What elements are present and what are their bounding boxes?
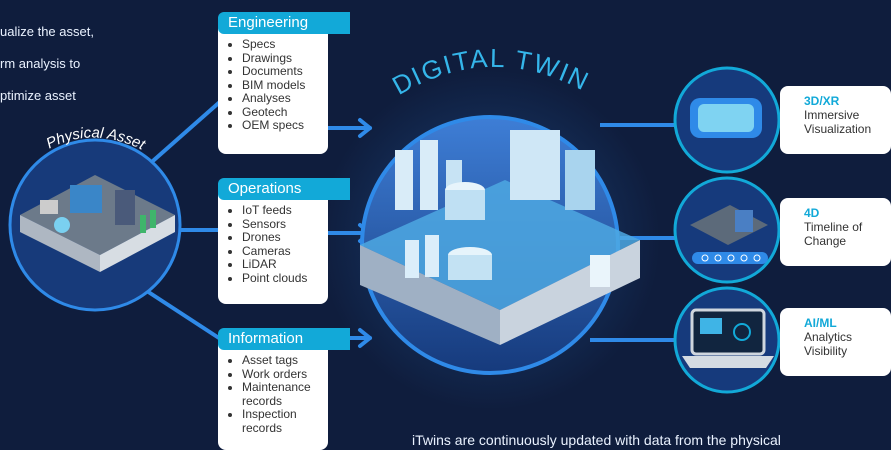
engineering-list: Specs Drawings Documents BIM models Anal…: [232, 37, 322, 133]
output-circle-aiml: [673, 286, 781, 394]
output-line: Immersive: [804, 108, 860, 122]
output-card-aiml: AI/ML Analytics Visibility: [780, 308, 891, 376]
digital-twin-graphic: [320, 70, 660, 410]
list-item: BIM models: [242, 78, 322, 93]
output-line: Timeline of: [804, 220, 863, 234]
information-tag: Information: [218, 328, 350, 350]
list-item: Specs: [242, 37, 322, 52]
list-item: OEM specs: [242, 118, 322, 133]
list-item: Maintenance records: [242, 380, 322, 408]
operations-list: IoT feeds Sensors Drones Cameras LiDAR P…: [232, 203, 322, 286]
list-item: Geotech: [242, 105, 322, 120]
list-item: Cameras: [242, 244, 322, 259]
list-item: Sensors: [242, 217, 322, 232]
list-item: Analyses: [242, 91, 322, 106]
output-line: Visualization: [804, 122, 872, 136]
intro-text: ualize the asset, rm analysis to ptimize…: [0, 8, 200, 120]
list-item: IoT feeds: [242, 203, 322, 218]
list-item: Documents: [242, 64, 322, 79]
list-item: Point clouds: [242, 271, 322, 286]
list-item: Asset tags: [242, 353, 322, 368]
output-card-xr: 3D/XR Immersive Visualization: [780, 86, 891, 154]
engineering-card: Specs Drawings Documents BIM models Anal…: [218, 12, 328, 154]
list-item: Work orders: [242, 367, 322, 382]
physical-asset-graphic: [8, 138, 182, 312]
output-key: AI/ML: [804, 316, 837, 330]
output-circle-4d: [673, 176, 781, 284]
output-line: Visibility: [804, 344, 848, 358]
output-line: Analytics: [804, 330, 853, 344]
intro-line-3: ptimize asset: [0, 88, 76, 103]
operations-tag: Operations: [218, 178, 350, 200]
list-item: Drawings: [242, 51, 322, 66]
footer-text: iTwins are continuously updated with dat…: [412, 432, 781, 448]
list-item: LiDAR: [242, 257, 322, 272]
output-key: 3D/XR: [804, 94, 840, 108]
engineering-tag: Engineering: [218, 12, 350, 34]
output-key: 4D: [804, 206, 820, 220]
output-circle-xr: [673, 66, 781, 174]
list-item: Drones: [242, 230, 322, 245]
output-line: Change: [804, 234, 847, 248]
list-item: Inspection records: [242, 407, 322, 435]
intro-line-2: rm analysis to: [0, 56, 81, 71]
output-card-4d: 4D Timeline of Change: [780, 198, 891, 266]
intro-line-1: ualize the asset,: [0, 24, 94, 39]
information-list: Asset tags Work orders Maintenance recor…: [232, 353, 322, 435]
